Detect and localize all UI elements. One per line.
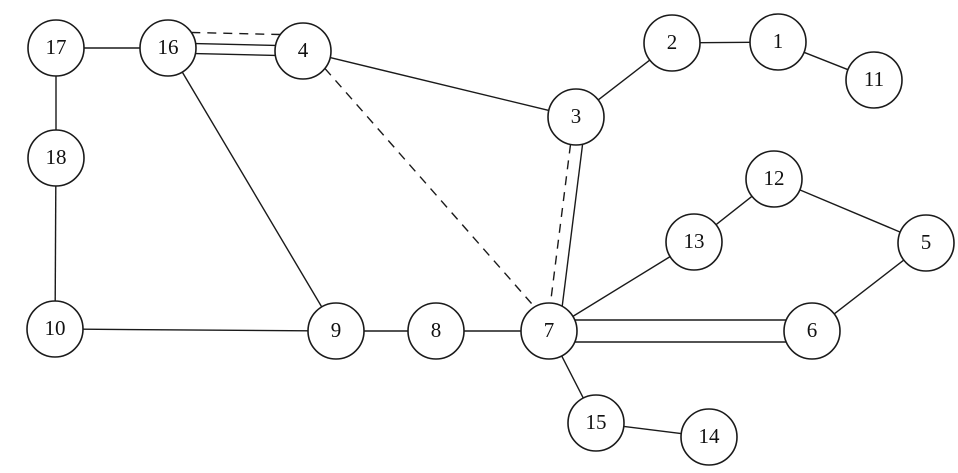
node-7: 7 [520, 302, 578, 360]
node-circle [27, 129, 85, 187]
node-17: 17 [27, 19, 85, 77]
node-circle [745, 150, 803, 208]
edge-1-11 [803, 51, 849, 71]
node-circle [520, 302, 578, 360]
edge-16-9 [181, 71, 323, 308]
node-label: 8 [431, 318, 442, 342]
edges-layer [54, 31, 905, 435]
node-label: 10 [45, 316, 66, 340]
node-label: 5 [921, 230, 932, 254]
edge-16-4-dashed [191, 31, 281, 36]
node-15: 15 [567, 394, 625, 452]
node-circle [845, 51, 903, 109]
node-label: 6 [807, 318, 818, 342]
edge-7-15 [561, 355, 584, 399]
edge-16-4 [195, 42, 276, 47]
node-18: 18 [27, 129, 85, 187]
node-16: 16 [139, 19, 197, 77]
node-circle [26, 300, 84, 358]
edge-4-3 [330, 56, 549, 112]
edge-15-14 [623, 425, 682, 435]
node-label: 1 [773, 29, 784, 53]
node-2: 2 [643, 14, 701, 72]
node-8: 8 [407, 302, 465, 360]
node-14: 14 [680, 408, 738, 466]
node-3: 3 [547, 88, 605, 146]
edge-10-9 [82, 328, 309, 332]
node-12: 12 [745, 150, 803, 208]
node-5: 5 [897, 214, 955, 272]
edge-13-12 [715, 195, 753, 226]
edge-16-4 [195, 52, 276, 57]
node-label: 3 [571, 104, 582, 128]
edge-7-13 [572, 256, 671, 317]
node-13: 13 [665, 213, 723, 271]
node-circle [749, 13, 807, 71]
node-circle [547, 88, 605, 146]
node-circle [307, 302, 365, 360]
node-label: 7 [544, 318, 555, 342]
node-9: 9 [307, 302, 365, 360]
node-label: 2 [667, 30, 678, 54]
node-11: 11 [845, 51, 903, 109]
node-10: 10 [26, 300, 84, 358]
node-label: 16 [158, 35, 179, 59]
node-circle [27, 19, 85, 77]
node-label: 13 [684, 229, 705, 253]
edge-3-7-dashed [549, 144, 572, 304]
node-circle [680, 408, 738, 466]
node-label: 15 [586, 410, 607, 434]
node-label: 12 [764, 166, 785, 190]
edge-5-6 [833, 259, 905, 315]
node-1: 1 [749, 13, 807, 71]
node-circle [407, 302, 465, 360]
node-circle [139, 19, 197, 77]
node-circle [643, 14, 701, 72]
node-4: 4 [274, 22, 332, 80]
node-circle [897, 214, 955, 272]
edge-3-2 [597, 59, 651, 101]
node-label: 9 [331, 318, 342, 342]
node-circle [783, 302, 841, 360]
node-label: 4 [298, 38, 309, 62]
edge-4-7-dashed [324, 67, 536, 308]
edge-18-10 [54, 185, 57, 302]
node-6: 6 [783, 302, 841, 360]
node-circle [274, 22, 332, 80]
node-label: 11 [864, 67, 884, 91]
edge-3-7 [561, 144, 584, 307]
node-label: 17 [46, 35, 67, 59]
node-label: 18 [46, 145, 67, 169]
node-circle [665, 213, 723, 271]
node-circle [567, 394, 625, 452]
edge-12-5 [799, 189, 901, 233]
node-label: 14 [699, 424, 721, 448]
